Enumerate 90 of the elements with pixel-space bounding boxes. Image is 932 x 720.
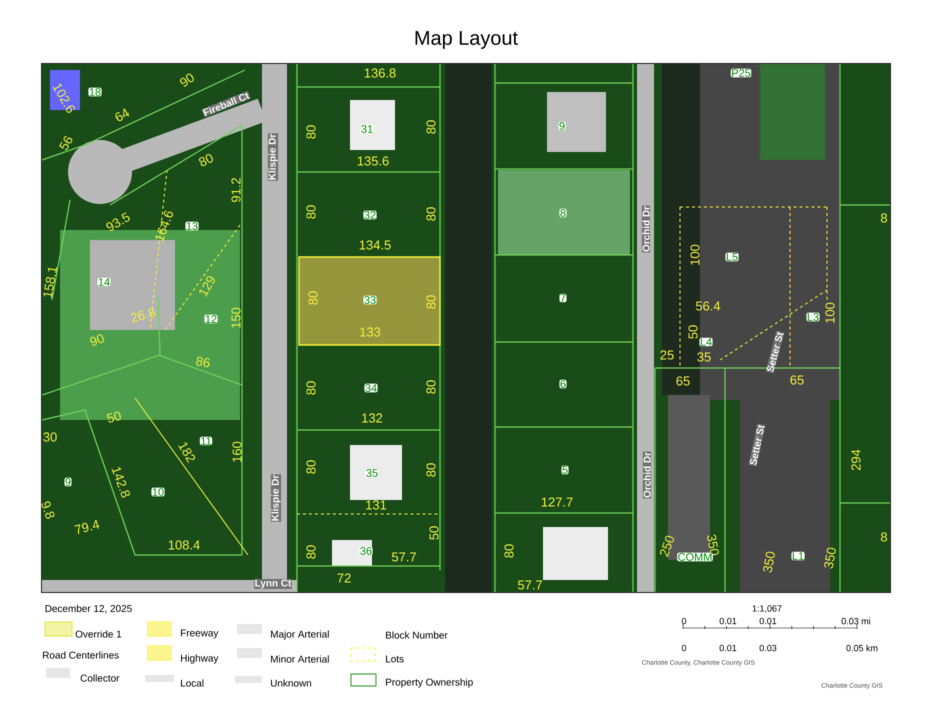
street-name: Lynn Ct xyxy=(254,578,292,589)
legend-text: Block Number xyxy=(386,631,448,639)
legend-text: Major Arterial xyxy=(271,630,329,640)
dimension-label: 150 xyxy=(231,308,241,328)
dimension-label: 80 xyxy=(426,380,436,394)
dimension-label: 350 xyxy=(763,552,775,573)
legend-text: Property Ownership xyxy=(386,678,473,688)
dimension-label: 100 xyxy=(690,244,700,265)
dimension-label: 65 xyxy=(676,376,690,386)
dimension-label: 250 xyxy=(660,536,674,558)
dimension-label: 57.7 xyxy=(518,580,542,590)
dimension-label: 350 xyxy=(824,548,836,569)
dimension-label: 80 xyxy=(306,205,316,219)
dimension-label: 72 xyxy=(337,573,351,583)
dimension-label: 50 xyxy=(688,325,698,339)
dimension-label: 50 xyxy=(106,412,121,423)
dimension-label: 135.6 xyxy=(358,156,389,166)
dimension-label: 80 xyxy=(426,463,436,477)
scale-label: 0 xyxy=(682,618,686,624)
dimension-label: 80 xyxy=(426,295,436,309)
scale-label: 0.01 xyxy=(720,644,736,652)
dimension-label: 294 xyxy=(851,450,861,470)
scale-label: 0 xyxy=(682,644,686,652)
street-name: Setter St xyxy=(748,424,766,466)
street-name: Klispie Dr xyxy=(268,133,278,181)
dimension-label: 182 xyxy=(178,442,196,463)
legend-text: Lots xyxy=(386,656,404,662)
dimension-label: 79.4 xyxy=(74,520,100,534)
date-text: December 12, 2025 xyxy=(46,604,132,614)
dimension-label: 133 xyxy=(360,327,380,337)
dimension-label: 25 xyxy=(660,350,674,360)
dimension-label: 132 xyxy=(362,413,382,423)
lot-number: 7 xyxy=(559,294,567,302)
dimension-label: 90 xyxy=(90,334,104,346)
dimension-label: 127.7 xyxy=(542,497,573,507)
dimension-label: 80 xyxy=(306,381,316,395)
dimension-label: 158.1 xyxy=(43,267,58,298)
dimension-label: 9.8 xyxy=(42,501,54,519)
dimension-label: 57.7 xyxy=(392,552,416,562)
dimension-label: 142.8 xyxy=(112,466,130,498)
dimension-label: 50 xyxy=(429,526,439,540)
dimension-label: 164.6 xyxy=(155,210,173,242)
dimension-label: 80 xyxy=(426,207,436,221)
street-name: Setter St xyxy=(766,330,784,374)
dimension-label: 90 xyxy=(180,74,194,87)
dimension-label: 136.8 xyxy=(364,68,396,78)
dimension-label: 80 xyxy=(198,154,213,166)
dimension-label: 35 xyxy=(697,352,711,362)
dimension-label: 86 xyxy=(196,356,210,368)
scale-label: 0.01 xyxy=(760,618,776,624)
dimension-label: 80 xyxy=(306,460,316,474)
lot-number: COMM xyxy=(677,552,713,562)
dimension-label: 8 xyxy=(880,532,888,542)
legend-text: Minor Arterial xyxy=(271,655,329,663)
street-name: Klispie Dr xyxy=(270,474,282,522)
dimension-label: 56.4 xyxy=(696,301,720,311)
legend-text: Freeway xyxy=(181,630,218,638)
legend-text: Local xyxy=(181,679,204,687)
dimension-label: 56 xyxy=(59,136,72,150)
dimension-label: 93.5 xyxy=(106,212,130,232)
map-title: Map Layout xyxy=(416,31,518,49)
legend-text: Road Centerlines xyxy=(43,651,119,659)
lot-number: P25 xyxy=(730,68,752,78)
dimension-label: 80 xyxy=(504,544,514,558)
dimension-label: 160 xyxy=(232,442,242,462)
dimension-label: 8 xyxy=(880,213,888,223)
dimension-label: 131 xyxy=(366,500,386,510)
scale-label: 0.05 km xyxy=(846,644,878,652)
dimension-label: 64 xyxy=(115,108,130,122)
dimension-label: 129 xyxy=(199,276,215,297)
dimension-label: 80 xyxy=(308,291,318,305)
scale-label: 0.03 xyxy=(760,644,776,652)
legend-text: Unknown xyxy=(270,679,312,687)
dimension-label: 65 xyxy=(790,375,804,385)
dimension-label: 134.5 xyxy=(360,240,391,250)
dimension-label: 26.8 xyxy=(130,308,156,322)
dimension-label: 100 xyxy=(825,302,835,323)
dimension-label: 350 xyxy=(707,534,719,556)
dimension-label: 91.2 xyxy=(231,178,241,202)
dimension-label: 80 xyxy=(426,120,436,134)
dimension-label: 30 xyxy=(43,432,57,442)
scale-label: 1:1,067 xyxy=(752,605,782,613)
scale-label: 0.03 mi xyxy=(842,618,870,624)
legend-text: Highway xyxy=(181,654,218,664)
dimension-label: 80 xyxy=(306,545,316,559)
dimension-label: 80 xyxy=(306,125,316,139)
legend-text: Override 1 xyxy=(76,630,122,638)
dimension-label: 108.4 xyxy=(168,540,200,550)
scale-label: 0.01 xyxy=(720,618,736,624)
legend-text: Collector xyxy=(80,674,120,682)
